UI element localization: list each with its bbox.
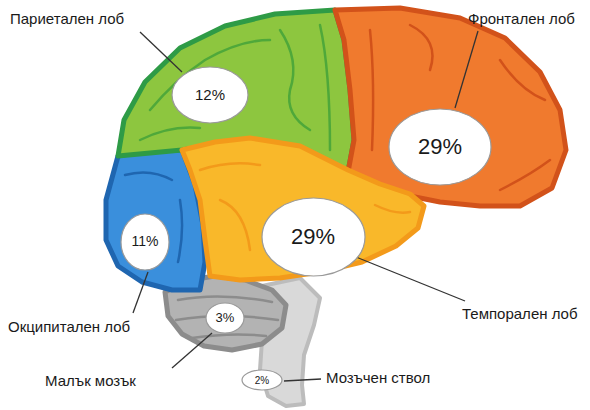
leader-line <box>455 31 478 108</box>
temporal-fold <box>200 163 260 170</box>
leader-line <box>284 379 321 381</box>
parietal-fold <box>320 25 330 150</box>
cerebellum-fold <box>192 334 266 338</box>
percent-value: 12% <box>195 87 225 104</box>
ellipse-shape <box>206 303 244 333</box>
temporal-lobe-shape <box>182 138 424 280</box>
lobe-label: Малък мозък <box>45 372 136 390</box>
percent-ellipse: 11% <box>120 213 170 271</box>
ellipse-shape <box>262 198 365 276</box>
percent-ellipse: 2% <box>241 369 283 391</box>
lobe-label: Мозъчен ствол <box>326 369 430 387</box>
parietal-fold <box>280 30 310 130</box>
ellipse-shape <box>242 370 282 390</box>
occipital-fold <box>125 172 172 180</box>
temporal-fold <box>375 205 410 213</box>
frontal-fold <box>500 160 550 190</box>
percent-value: 2% <box>255 375 269 386</box>
percent-ellipse: 3% <box>205 302 245 334</box>
leader-line <box>356 257 465 301</box>
frontal-fold <box>370 30 373 150</box>
percent-value: 29% <box>418 135 462 159</box>
percent-ellipse: 12% <box>171 66 249 124</box>
lobe-label: Окципитален лоб <box>8 318 130 336</box>
lobe-label: Фронтален лоб <box>468 10 575 28</box>
frontal-fold <box>410 25 433 70</box>
occipital-fold <box>178 200 182 262</box>
lobe-label: Темпорален лоб <box>462 305 578 323</box>
ellipse-shape <box>172 67 248 123</box>
percent-value: 3% <box>216 311 235 325</box>
parietal-fold <box>140 128 200 141</box>
ellipse-shape <box>121 214 169 270</box>
temporal-fold <box>220 200 250 250</box>
percent-ellipse: 29% <box>261 197 366 277</box>
percent-value: 11% <box>132 234 159 249</box>
leader-line <box>133 272 148 313</box>
cerebellum-fold <box>178 296 272 302</box>
leader-line <box>172 333 212 368</box>
ellipse-shape <box>389 109 491 185</box>
percent-value: 29% <box>291 225 335 249</box>
lobe-label: Париетален лоб <box>10 10 124 28</box>
percent-ellipse: 29% <box>388 108 492 186</box>
leader-line <box>140 32 182 72</box>
frontal-lobe-shape <box>335 8 566 206</box>
frontal-fold <box>500 60 545 100</box>
